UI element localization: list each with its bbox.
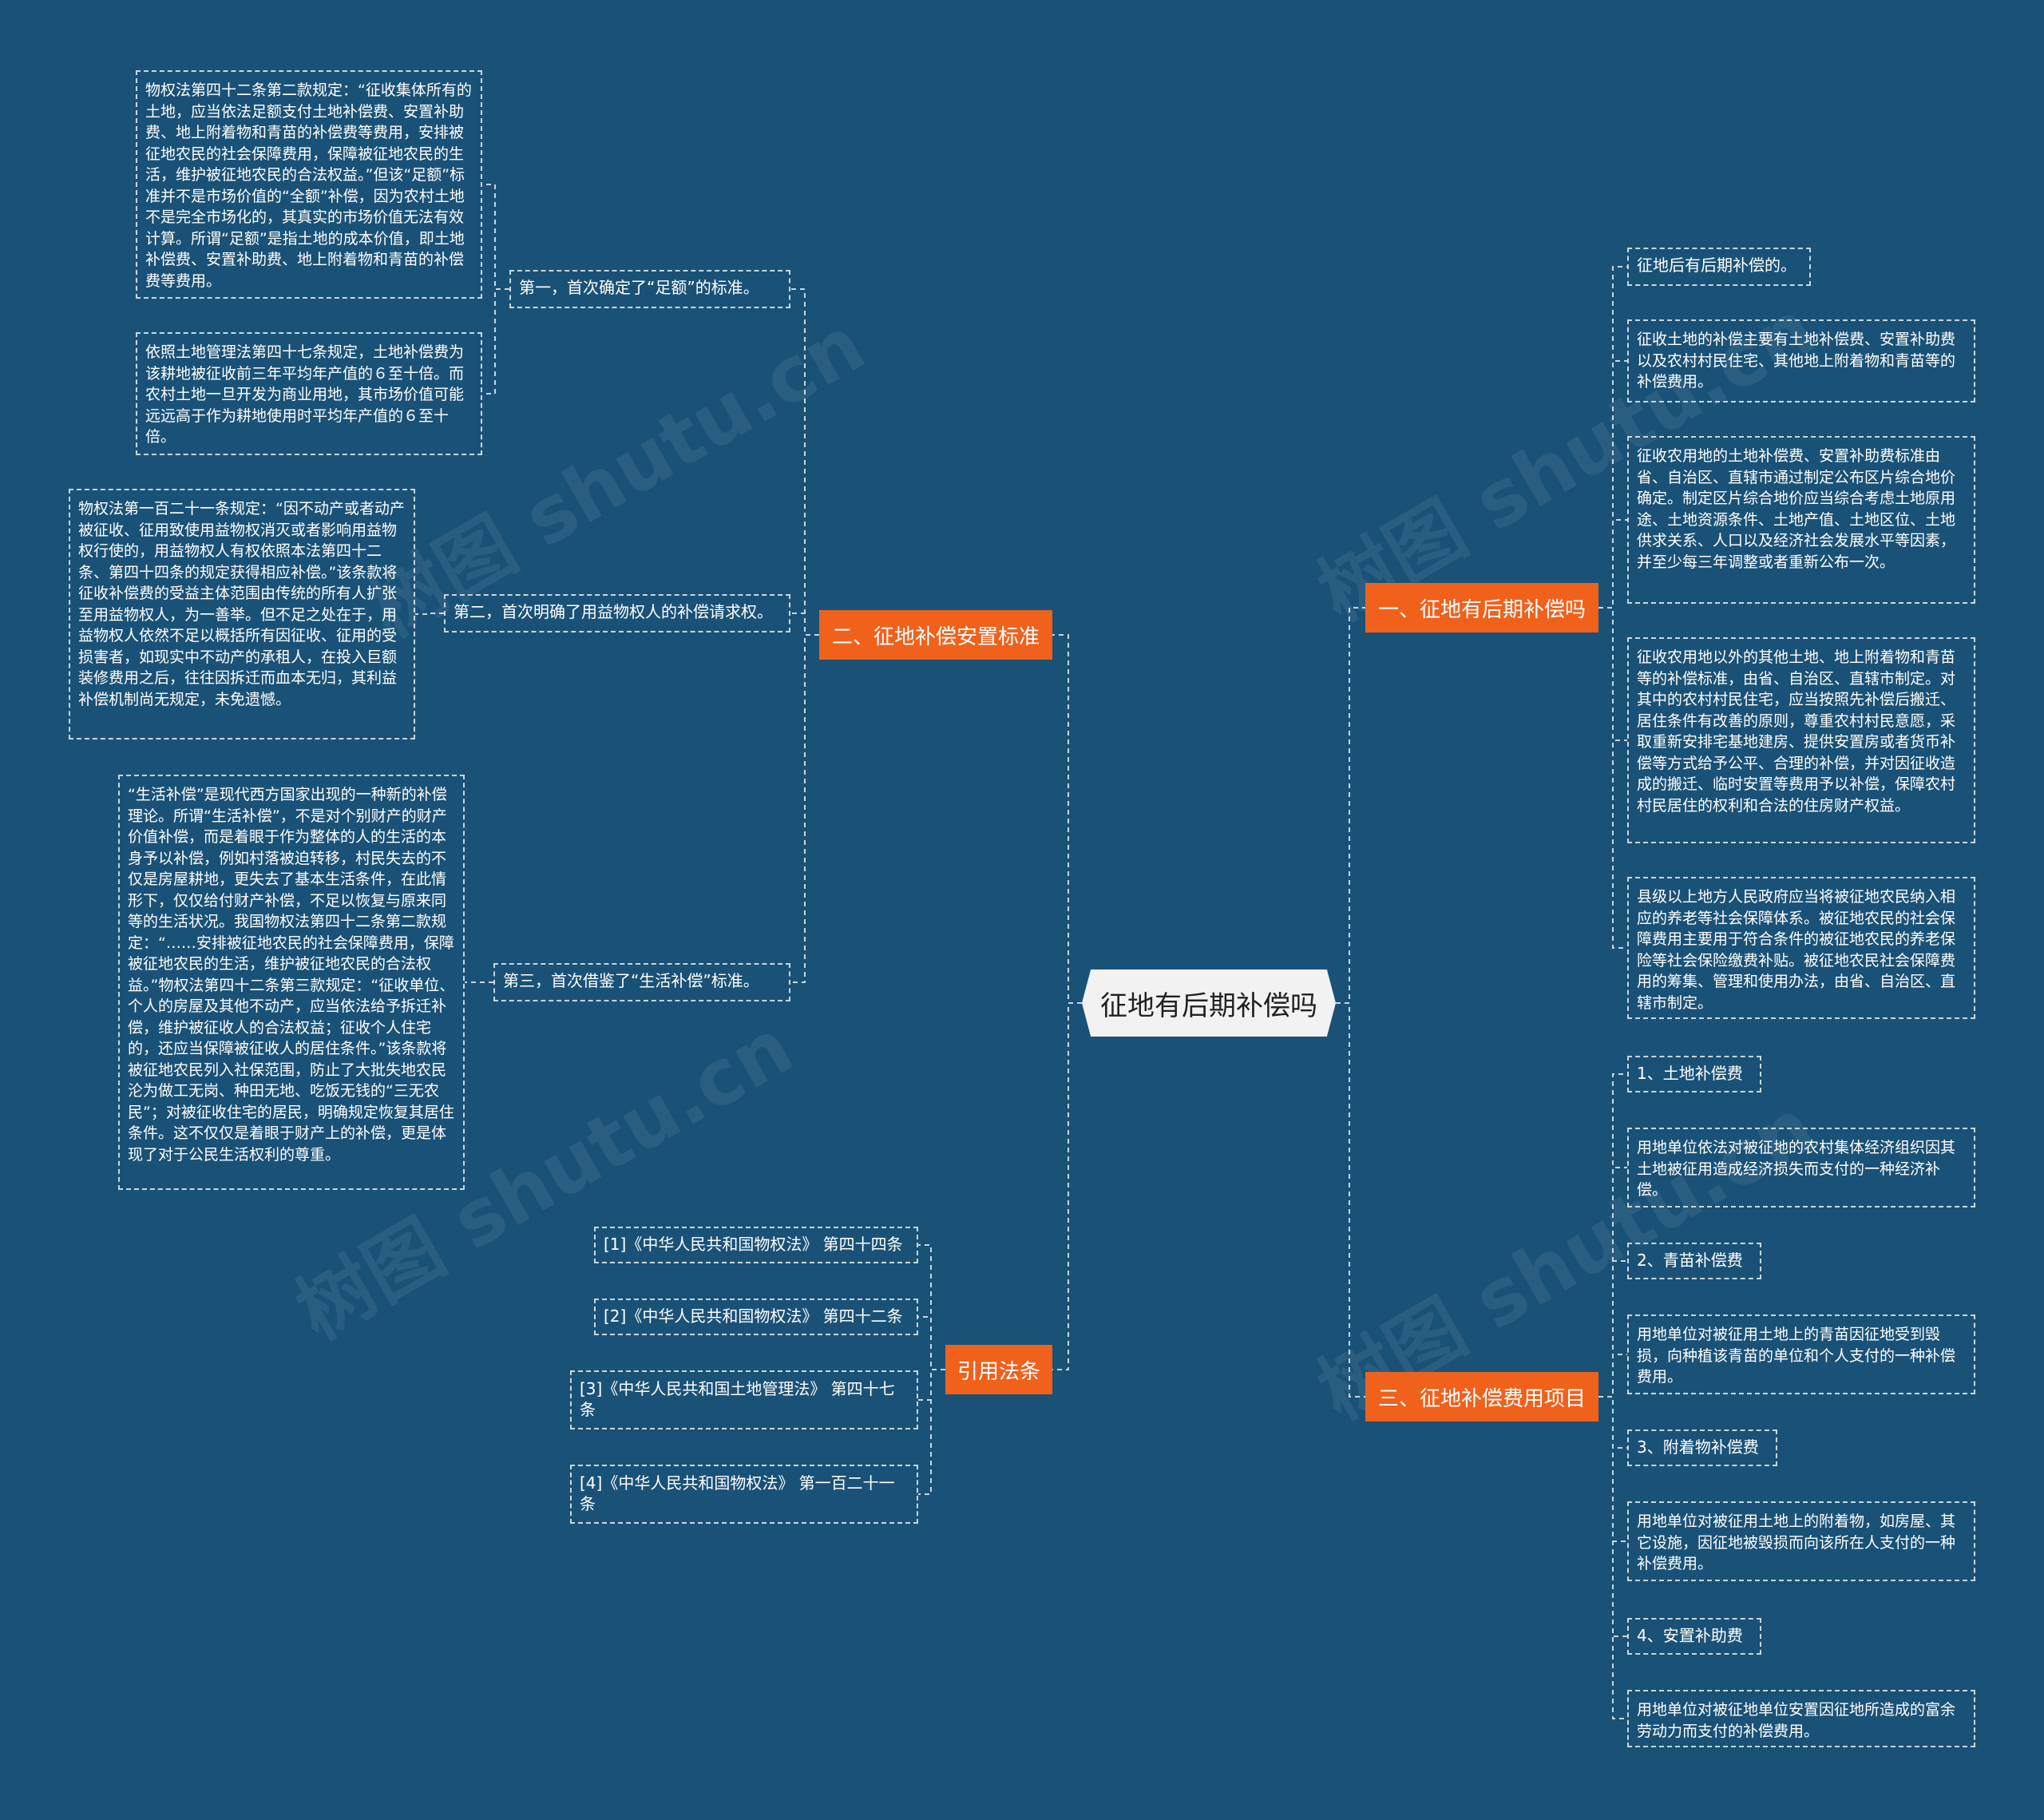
standard-third-detail: “生活补偿”是现代西方国家出现的一种新的补偿理论。所谓“生活补偿”，不是对个别财… xyxy=(118,775,465,1190)
cost-item-description: 用地单位对被征地单位安置因征地所造成的富余劳动力而支付的补偿费用。 xyxy=(1627,1690,1975,1747)
connector-line xyxy=(1598,1396,1627,1719)
connector-line xyxy=(790,288,819,636)
connector-line xyxy=(1052,1002,1082,1370)
cost-item-title[interactable]: 3、附着物补偿费 xyxy=(1627,1429,1777,1466)
standard-item-first[interactable]: 第一，首次确定了“足额”的标准。 xyxy=(509,270,790,308)
branch-cited-laws[interactable]: 引用法条 xyxy=(945,1345,1052,1394)
connector-line xyxy=(1598,607,1627,949)
cost-item-description: 用地单位对被征用土地上的青苗因征地受到毁损，向种植该青苗的单位和个人支付的一种补… xyxy=(1627,1314,1975,1394)
connector-line xyxy=(1598,1260,1627,1398)
cost-item-description: 用地单位对被征用土地上的附着物，如房屋、其它设施，因征地被毁损而向该所在人支付的… xyxy=(1627,1501,1975,1581)
connector-line xyxy=(790,634,819,983)
connector-line xyxy=(1598,1167,1627,1398)
connector-line xyxy=(918,1369,945,1495)
later-compensation-answer: 征地后有后期补偿的。 xyxy=(1627,248,1811,286)
law-reference[interactable]: [3]《中华人民共和国土地管理法》 第四十七条 xyxy=(570,1370,918,1429)
connector-line xyxy=(918,1244,945,1370)
connector-line xyxy=(918,1316,945,1370)
connector-line xyxy=(1598,519,1627,609)
branch-compensation-standards[interactable]: 二、征地补偿安置标准 xyxy=(819,610,1052,660)
cost-item-description: 用地单位依法对被征地的农村集体经济组织因其土地被征用造成经济损失而支付的一种经济… xyxy=(1627,1128,1975,1207)
root-topic[interactable]: 征地有后期补偿吗 xyxy=(1082,969,1336,1037)
standard-item-second[interactable]: 第二，首次明确了用益物权人的补偿请求权。 xyxy=(444,594,790,632)
connector-line xyxy=(415,613,444,615)
connector-line xyxy=(1598,1354,1627,1398)
later-compensation-detail: 征收农用地的土地补偿费、安置补助费标准由省、自治区、直辖市通过制定公布区片综合地… xyxy=(1627,436,1975,604)
connector-line xyxy=(1052,634,1082,1004)
branch-compensation-cost-items[interactable]: 三、征地补偿费用项目 xyxy=(1365,1372,1598,1422)
later-compensation-detail: 县级以上地方人民政府应当将被征地农民纳入相应的养老等社会保障体系。被征地农民的社… xyxy=(1627,877,1975,1019)
connector-line xyxy=(1336,607,1365,1004)
later-compensation-detail: 征收土地的补偿主要有土地补偿费、安置补助费以及农村村民住宅、其他地上附着物和青苗… xyxy=(1627,319,1975,402)
later-compensation-detail: 征收农用地以外的其他土地、地上附着物和青苗等的补偿标准，由省、自治区、直辖市制定… xyxy=(1627,637,1975,843)
standard-item-third[interactable]: 第三，首次借鉴了“生活补偿”标准。 xyxy=(493,963,790,1001)
connector-line xyxy=(1598,360,1627,609)
branch-later-compensation[interactable]: 一、征地有后期补偿吗 xyxy=(1365,583,1598,632)
connector-line xyxy=(482,184,509,290)
law-reference[interactable]: [2]《中华人民共和国物权法》 第四十二条 xyxy=(594,1299,918,1335)
cost-item-title[interactable]: 1、土地补偿费 xyxy=(1627,1056,1761,1092)
standard-second-detail: 物权法第一百二十一条规定：“因不动产或者动产被征收、征用致使用益物权消灭或者影响… xyxy=(69,489,415,739)
cost-item-title[interactable]: 2、青苗补偿费 xyxy=(1627,1243,1761,1279)
connector-line xyxy=(790,613,819,636)
standard-first-detail: 依照土地管理法第四十七条规定，土地补偿费为该耕地被征收前三年平均年产值的６至十倍… xyxy=(136,332,482,455)
law-reference[interactable]: [4]《中华人民共和国物权法》 第一百二十一条 xyxy=(570,1465,918,1524)
connector-line xyxy=(1336,1002,1365,1398)
cost-item-title[interactable]: 4、安置补助费 xyxy=(1627,1618,1761,1655)
connector-line xyxy=(482,288,509,395)
standard-first-detail: 物权法第四十二条第二款规定：“征收集体所有的土地，应当依法足额支付土地补偿费、安… xyxy=(136,70,482,299)
law-reference[interactable]: [1]《中华人民共和国物权法》 第四十四条 xyxy=(594,1227,918,1263)
